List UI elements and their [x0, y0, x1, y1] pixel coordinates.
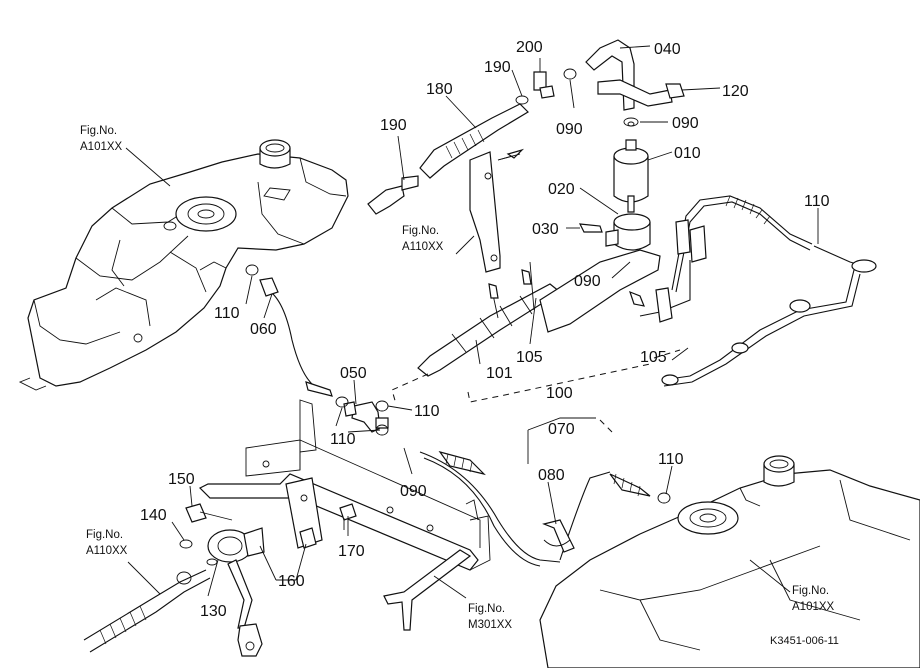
callout-110: 110 [414, 403, 440, 420]
callout-080: 080 [538, 467, 565, 484]
fuel-pump-assembly [417, 249, 661, 377]
hose-070 [419, 450, 671, 567]
throttle-cable [83, 569, 211, 653]
hose-right [629, 195, 877, 387]
callout-060: 060 [250, 321, 277, 338]
callout-170: 170 [338, 543, 365, 560]
callout-190: 190 [380, 117, 407, 134]
fig-ref-cable-left-line1: Fig.No. [86, 529, 123, 541]
fig-ref-cable-left-line2: A110XX [86, 545, 128, 557]
callout-110: 110 [804, 193, 830, 210]
callout-130: 130 [200, 603, 227, 620]
callout-010: 010 [674, 145, 701, 162]
callout-105: 105 [516, 349, 543, 366]
callout-090: 090 [574, 273, 601, 290]
callout-200: 200 [516, 39, 543, 56]
fig-ref-labels: Fig.No. A101XX Fig.No. A110XX Fig.No. A1… [80, 125, 835, 631]
fig-ref-bracket-mid-line1: Fig.No. [402, 225, 439, 237]
callout-110: 110 [330, 431, 356, 448]
fig-ref-tank-right-line1: Fig.No. [792, 585, 829, 597]
fig-ref-frame-bottom-line1: Fig.No. [468, 603, 505, 615]
direction-arrow [497, 153, 521, 161]
filter-clamp [578, 213, 651, 267]
part-callouts: 200 040 190 180 120 190 090 090 010 020 … [140, 39, 830, 620]
callout-120: 120 [722, 83, 749, 100]
callout-150: 150 [168, 471, 195, 488]
fig-ref-tank-left-line2: A101XX [80, 141, 123, 153]
callout-105: 105 [640, 349, 667, 366]
hose-180 [367, 68, 577, 215]
fig-ref-frame-bottom-line2: M301XX [468, 619, 512, 631]
callout-180: 180 [426, 81, 453, 98]
callout-110: 110 [214, 305, 240, 322]
fig-ref-tank-right-line2: A101XX [792, 601, 835, 613]
fitting-050 [335, 396, 389, 436]
callout-090: 090 [672, 115, 699, 132]
callout-050: 050 [340, 365, 367, 382]
callout-040: 040 [654, 41, 681, 58]
callout-101: 101 [486, 365, 513, 382]
hose-060 [245, 264, 333, 397]
callout-090: 090 [556, 121, 583, 138]
lever-assembly [179, 503, 357, 657]
callout-140: 140 [140, 507, 167, 524]
callout-110: 110 [658, 451, 684, 468]
callout-070: 070 [548, 421, 575, 438]
callout-030: 030 [532, 221, 559, 238]
drawing-code: K3451-006-11 [770, 635, 839, 647]
fuel-filter [613, 117, 649, 213]
fuel-tank-right [539, 455, 920, 668]
filter-bracket [469, 148, 525, 273]
callout-100: 100 [546, 385, 573, 402]
fuel-tank-left [18, 139, 349, 391]
fig-ref-tank-left-line1: Fig.No. [80, 125, 117, 137]
pipe-040 [585, 39, 685, 111]
callout-160: 160 [278, 573, 305, 590]
callout-090: 090 [400, 483, 427, 500]
fig-ref-bracket-mid-line2: A110XX [402, 241, 444, 253]
leader-lines [125, 45, 819, 599]
frame-bracket [198, 399, 491, 631]
callout-190: 190 [484, 59, 511, 76]
callout-020: 020 [548, 181, 575, 198]
